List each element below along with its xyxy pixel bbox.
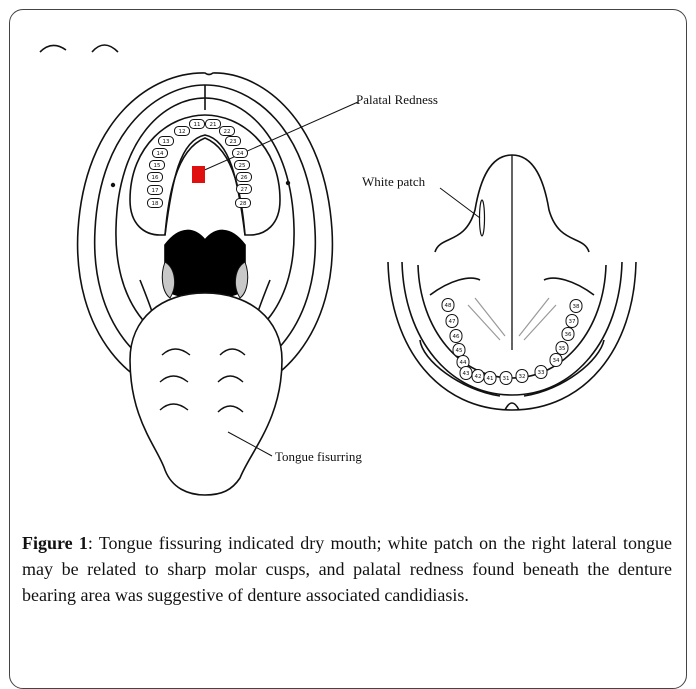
svg-text:31: 31: [503, 376, 510, 382]
decorative-mark: [40, 45, 66, 52]
tooth-34: 34: [550, 354, 562, 367]
palatal-pointer: [200, 102, 358, 172]
svg-text:16: 16: [152, 175, 159, 181]
throat: [165, 230, 245, 299]
tooth-38: 38: [570, 300, 582, 313]
svg-text:24: 24: [237, 151, 244, 157]
tooth-33: 33: [535, 366, 547, 379]
svg-text:36: 36: [565, 332, 572, 338]
tooth-27: 27: [237, 185, 252, 194]
oral-diagram: 11 21 12 22 13 23 14 24 15 25 16 26 17 27 18 28 48 47 46 4…: [0, 0, 696, 530]
tooth-41: 41: [484, 372, 496, 385]
tooth-11: 11: [190, 120, 205, 129]
svg-text:18: 18: [152, 201, 159, 207]
tooth-15: 15: [150, 161, 165, 170]
svg-text:22: 22: [224, 129, 231, 135]
svg-text:23: 23: [230, 139, 237, 145]
tongue-fissuring-label: Tongue fisurring: [275, 449, 362, 464]
upper-teeth: 11 21 12 22 13 23 14 24 15 25 16 26 17 27 18 28: [148, 120, 252, 208]
caption-label: Figure 1: [22, 533, 88, 553]
tongue: [130, 293, 282, 495]
tooth-22: 22: [220, 127, 235, 136]
tooth-37: 37: [566, 315, 578, 328]
svg-text:44: 44: [460, 360, 467, 366]
tooth-24: 24: [233, 149, 248, 158]
tooth-18: 18: [148, 199, 163, 208]
tooth-35: 35: [556, 342, 568, 355]
tooth-21: 21: [206, 120, 221, 129]
tooth-36: 36: [562, 328, 574, 341]
palatal-redness-marker: [192, 166, 205, 183]
tooth-26: 26: [237, 173, 252, 182]
tooth-46: 46: [450, 330, 462, 343]
svg-text:28: 28: [240, 201, 247, 207]
dot-right: [286, 181, 290, 185]
tooth-48: 48: [442, 299, 454, 312]
svg-text:32: 32: [519, 374, 526, 380]
svg-text:12: 12: [179, 129, 186, 135]
palatal-redness-label: Palatal Redness: [356, 92, 438, 107]
svg-text:38: 38: [573, 304, 580, 310]
tooth-31: 31: [500, 372, 512, 385]
svg-text:11: 11: [194, 122, 201, 128]
tooth-42: 42: [472, 370, 484, 383]
tooth-16: 16: [148, 173, 163, 182]
svg-text:45: 45: [456, 348, 463, 354]
svg-text:14: 14: [157, 151, 164, 157]
decorative-mark: [92, 45, 118, 52]
svg-text:25: 25: [239, 163, 246, 169]
white-patch-label: White patch: [362, 174, 426, 189]
svg-text:46: 46: [453, 334, 460, 340]
svg-text:13: 13: [163, 139, 170, 145]
tooth-17: 17: [148, 186, 163, 195]
caption-text: : Tongue fissuring indicated dry mouth; …: [22, 533, 672, 605]
tooth-23: 23: [226, 137, 241, 146]
tooth-32: 32: [516, 370, 528, 383]
figure-caption: Figure 1: Tongue fissuring indicated dry…: [22, 530, 672, 608]
svg-text:34: 34: [553, 358, 560, 364]
tooth-43: 43: [460, 367, 472, 380]
dot-left: [111, 183, 115, 187]
tooth-45: 45: [453, 344, 465, 357]
tooth-12: 12: [175, 127, 190, 136]
tooth-13: 13: [159, 137, 174, 146]
svg-text:41: 41: [487, 376, 494, 382]
white-patch: [480, 200, 485, 236]
svg-text:37: 37: [569, 319, 576, 325]
svg-text:43: 43: [463, 371, 470, 377]
tooth-25: 25: [235, 161, 250, 170]
svg-text:27: 27: [241, 187, 248, 193]
tooth-14: 14: [153, 149, 168, 158]
svg-text:15: 15: [154, 163, 161, 169]
svg-text:17: 17: [152, 188, 159, 194]
white-patch-pointer: [440, 188, 480, 218]
svg-text:47: 47: [449, 319, 456, 325]
svg-text:26: 26: [241, 175, 248, 181]
svg-text:21: 21: [210, 122, 217, 128]
svg-text:48: 48: [445, 303, 452, 309]
tooth-28: 28: [236, 199, 251, 208]
svg-text:35: 35: [559, 346, 566, 352]
tooth-47: 47: [446, 315, 458, 328]
svg-text:33: 33: [538, 370, 545, 376]
svg-text:42: 42: [475, 374, 482, 380]
